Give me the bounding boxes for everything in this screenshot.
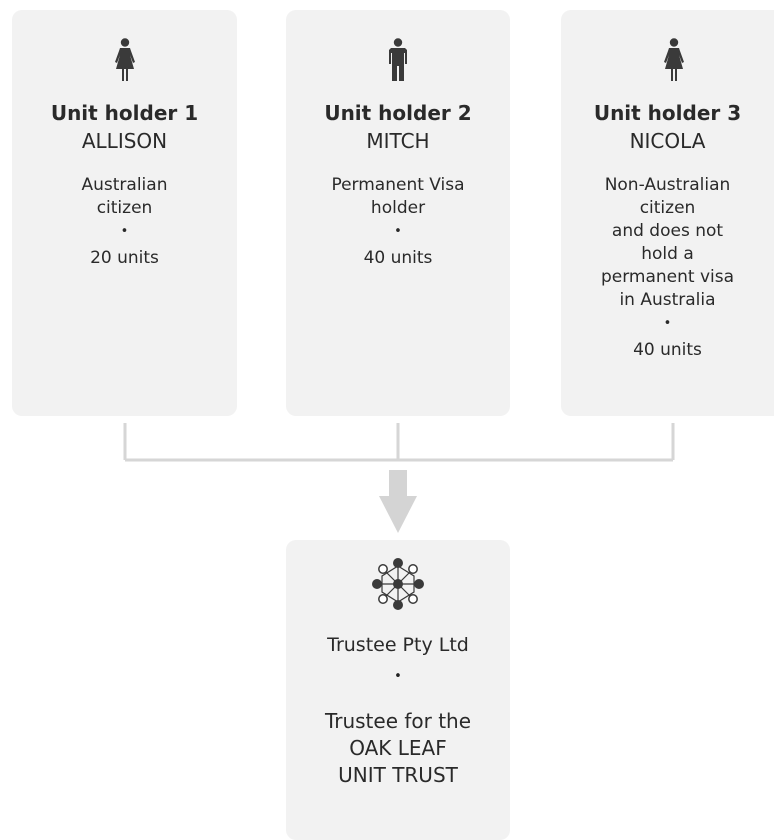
female-person-icon bbox=[114, 38, 135, 81]
unit-holder-details: Non-Australian citizen and does not hold… bbox=[567, 174, 768, 362]
units-count: 20 units bbox=[90, 248, 159, 268]
down-arrow-icon bbox=[379, 470, 417, 533]
trustee-description: Trustee for the OAK LEAF UNIT TRUST bbox=[286, 708, 510, 789]
unit-holder-name: ALLISON bbox=[81, 129, 168, 153]
bullet-separator: • bbox=[663, 316, 672, 331]
connector-diagram bbox=[123, 423, 675, 533]
unit-holder-card-1: Unit holder 1 ALLISON Australian citizen… bbox=[12, 10, 237, 416]
unit-holder-title: Unit holder 3 bbox=[593, 101, 742, 125]
connector-lines bbox=[123, 423, 675, 462]
unit-holder-name: NICOLA bbox=[629, 129, 706, 153]
status-line: Non-Australian bbox=[604, 175, 731, 195]
bullet-separator: • bbox=[394, 224, 402, 239]
trustee-name: Trustee Pty Ltd bbox=[327, 634, 469, 656]
status-line: holder bbox=[370, 198, 426, 218]
status-line: Permanent Visa bbox=[331, 175, 465, 195]
male-person-icon bbox=[389, 38, 407, 81]
unit-holder-title: Unit holder 1 bbox=[50, 101, 199, 125]
trustee-desc-line: UNIT TRUST bbox=[338, 763, 458, 787]
trustee-desc-line: OAK LEAF bbox=[349, 736, 447, 760]
units-count: 40 units bbox=[633, 340, 702, 360]
status-line: citizen bbox=[639, 198, 696, 218]
bullet-separator: • bbox=[120, 224, 129, 239]
unit-holder-details: Permanent Visa holder • 40 units bbox=[292, 174, 504, 270]
trustee-desc-line: Trustee for the bbox=[324, 709, 472, 733]
status-line: in Australia bbox=[619, 290, 716, 310]
unit-holder-name: MITCH bbox=[366, 129, 430, 153]
unit-holder-details: Australian citizen • 20 units bbox=[18, 174, 231, 270]
female-person-icon bbox=[663, 38, 684, 81]
trustee-card: Trustee Pty Ltd • Trustee for the OAK LE… bbox=[286, 540, 510, 840]
unit-holder-title: Unit holder 2 bbox=[324, 101, 472, 125]
status-line: permanent visa bbox=[600, 267, 735, 287]
unit-holder-card-2: Unit holder 2 MITCH Permanent Visa holde… bbox=[286, 10, 510, 416]
bullet-separator: • bbox=[394, 669, 402, 684]
unit-holder-card-3: Unit holder 3 NICOLA Non-Australian citi… bbox=[561, 10, 774, 416]
status-line: Australian bbox=[81, 175, 168, 195]
units-count: 40 units bbox=[363, 248, 433, 268]
status-line: hold a bbox=[641, 244, 694, 264]
organization-network-icon bbox=[372, 558, 424, 610]
status-line: citizen bbox=[96, 198, 153, 218]
status-line: and does not bbox=[611, 221, 724, 241]
